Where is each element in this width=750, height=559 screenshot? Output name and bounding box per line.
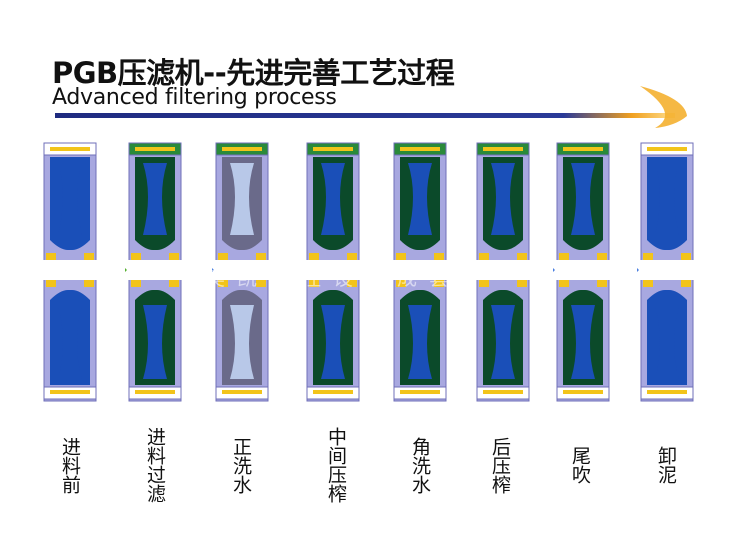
stage-label: 正洗水 bbox=[230, 436, 252, 494]
stage-diagram bbox=[537, 142, 611, 402]
stage-label: 卸泥 bbox=[655, 446, 677, 484]
stage-label: 尾吹 bbox=[569, 446, 591, 484]
stage-corner-wash bbox=[372, 135, 462, 410]
center-channel bbox=[214, 260, 270, 280]
page-title: PGB压滤机--先进完善工艺过程 bbox=[52, 56, 455, 90]
page-subtitle: Advanced filtering process bbox=[52, 85, 337, 110]
process-arrow bbox=[55, 86, 687, 128]
stage-diagram bbox=[372, 139, 448, 402]
center-channel bbox=[42, 260, 98, 280]
stage-post-squeeze bbox=[455, 135, 545, 410]
feed-arrow-icon bbox=[196, 262, 214, 278]
center-channel bbox=[639, 260, 695, 280]
stage-labels: 进料前 进料过滤 正洗水 中间压榨 角洗水 后压榨 尾吹 卸泥 bbox=[0, 410, 750, 530]
stage-label: 角洗水 bbox=[409, 436, 431, 494]
stage-label: 进料前 bbox=[59, 436, 81, 494]
center-channel bbox=[392, 260, 448, 280]
feed-arrow-icon bbox=[621, 262, 639, 278]
filter-stage-row bbox=[0, 135, 750, 425]
stage-feed-filter bbox=[107, 135, 197, 410]
stage-diagram bbox=[285, 139, 361, 402]
stage-forward-wash bbox=[194, 135, 284, 410]
stage-label: 后压榨 bbox=[489, 436, 511, 494]
center-channel bbox=[305, 260, 361, 280]
stage-diagram bbox=[107, 139, 183, 402]
center-channel bbox=[127, 260, 183, 280]
stage-diagram bbox=[194, 139, 270, 402]
center-channel bbox=[555, 260, 611, 280]
stage-tail-blow bbox=[537, 135, 625, 410]
stage-mid-squeeze bbox=[285, 135, 375, 410]
stage-label: 中间压榨 bbox=[325, 427, 347, 503]
stage-diagram bbox=[621, 142, 695, 402]
stage-diagram bbox=[455, 139, 531, 402]
feed-arrow-icon bbox=[109, 262, 127, 278]
feed-arrow-icon bbox=[537, 262, 555, 278]
stage-discharge bbox=[621, 135, 709, 410]
stage-feed-start bbox=[40, 135, 112, 410]
stage-diagram bbox=[42, 142, 98, 402]
stage-label: 进料过滤 bbox=[144, 427, 166, 503]
center-channel bbox=[475, 260, 531, 280]
